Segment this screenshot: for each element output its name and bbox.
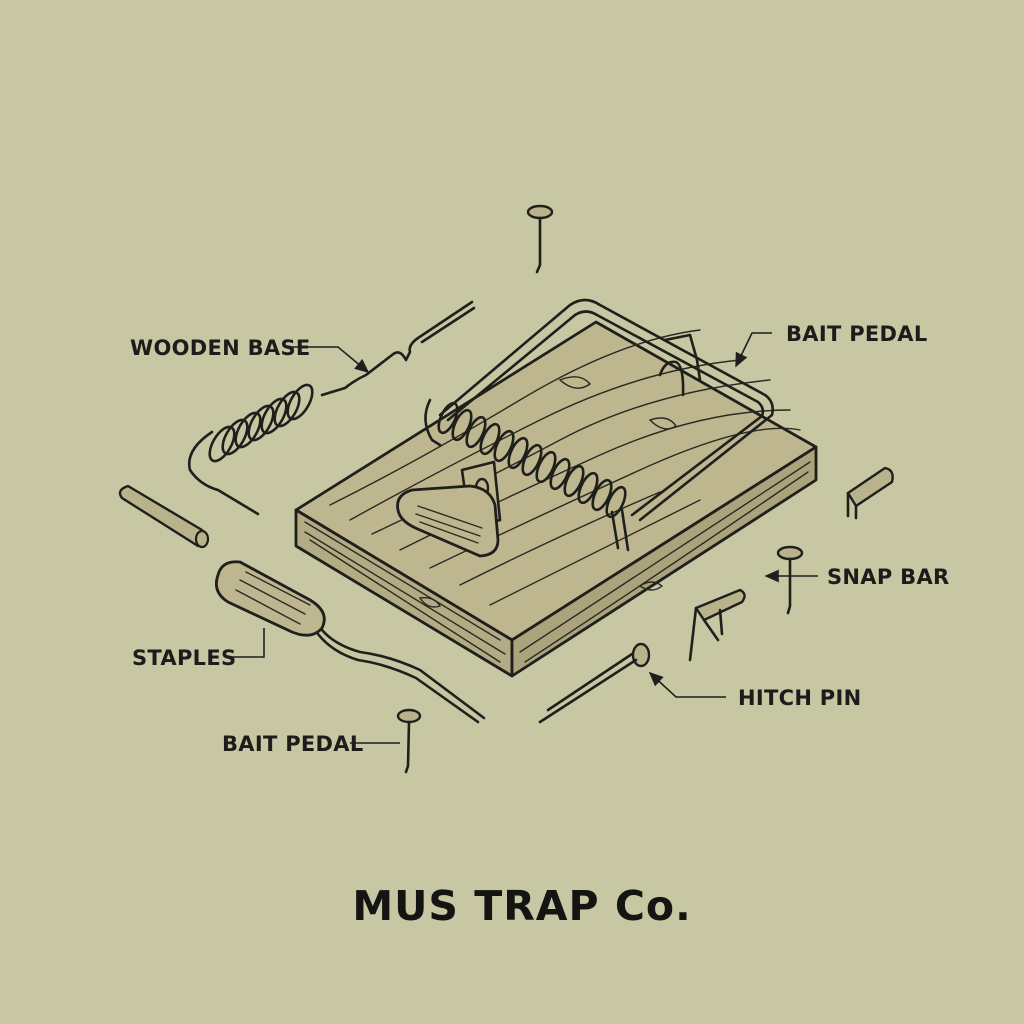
label-staples: STAPLES bbox=[132, 646, 236, 670]
hitch-pin-part bbox=[538, 642, 651, 724]
board-bait-pedal bbox=[396, 460, 502, 558]
dowel-rod bbox=[118, 484, 210, 549]
brand-title: MUS TRAP Co. bbox=[352, 882, 691, 930]
loose-bait-pedal bbox=[214, 560, 486, 724]
leader-bait-pedal-top bbox=[735, 332, 772, 368]
kill-bar-wire bbox=[438, 298, 774, 522]
leader-wooden-base bbox=[288, 346, 370, 374]
nail-top bbox=[526, 204, 554, 274]
staple-right bbox=[846, 466, 894, 520]
label-snap-bar: SNAP BAR bbox=[827, 565, 949, 589]
wooden-base-board bbox=[294, 320, 818, 678]
nail-bottom-left bbox=[396, 708, 422, 774]
label-bait-pedal-bottom: BAIT PEDAL bbox=[222, 732, 364, 756]
nail-right bbox=[776, 545, 804, 615]
leader-staples bbox=[230, 628, 265, 658]
loose-spring bbox=[187, 300, 476, 516]
leader-hitch-pin bbox=[648, 671, 726, 698]
label-hitch-pin: HITCH PIN bbox=[738, 686, 862, 710]
staple-middle-right bbox=[688, 588, 746, 662]
label-wooden-base: WOODEN BASE bbox=[130, 336, 311, 360]
board-spring bbox=[424, 398, 630, 552]
label-bait-pedal-top: BAIT PEDAL bbox=[786, 322, 928, 346]
